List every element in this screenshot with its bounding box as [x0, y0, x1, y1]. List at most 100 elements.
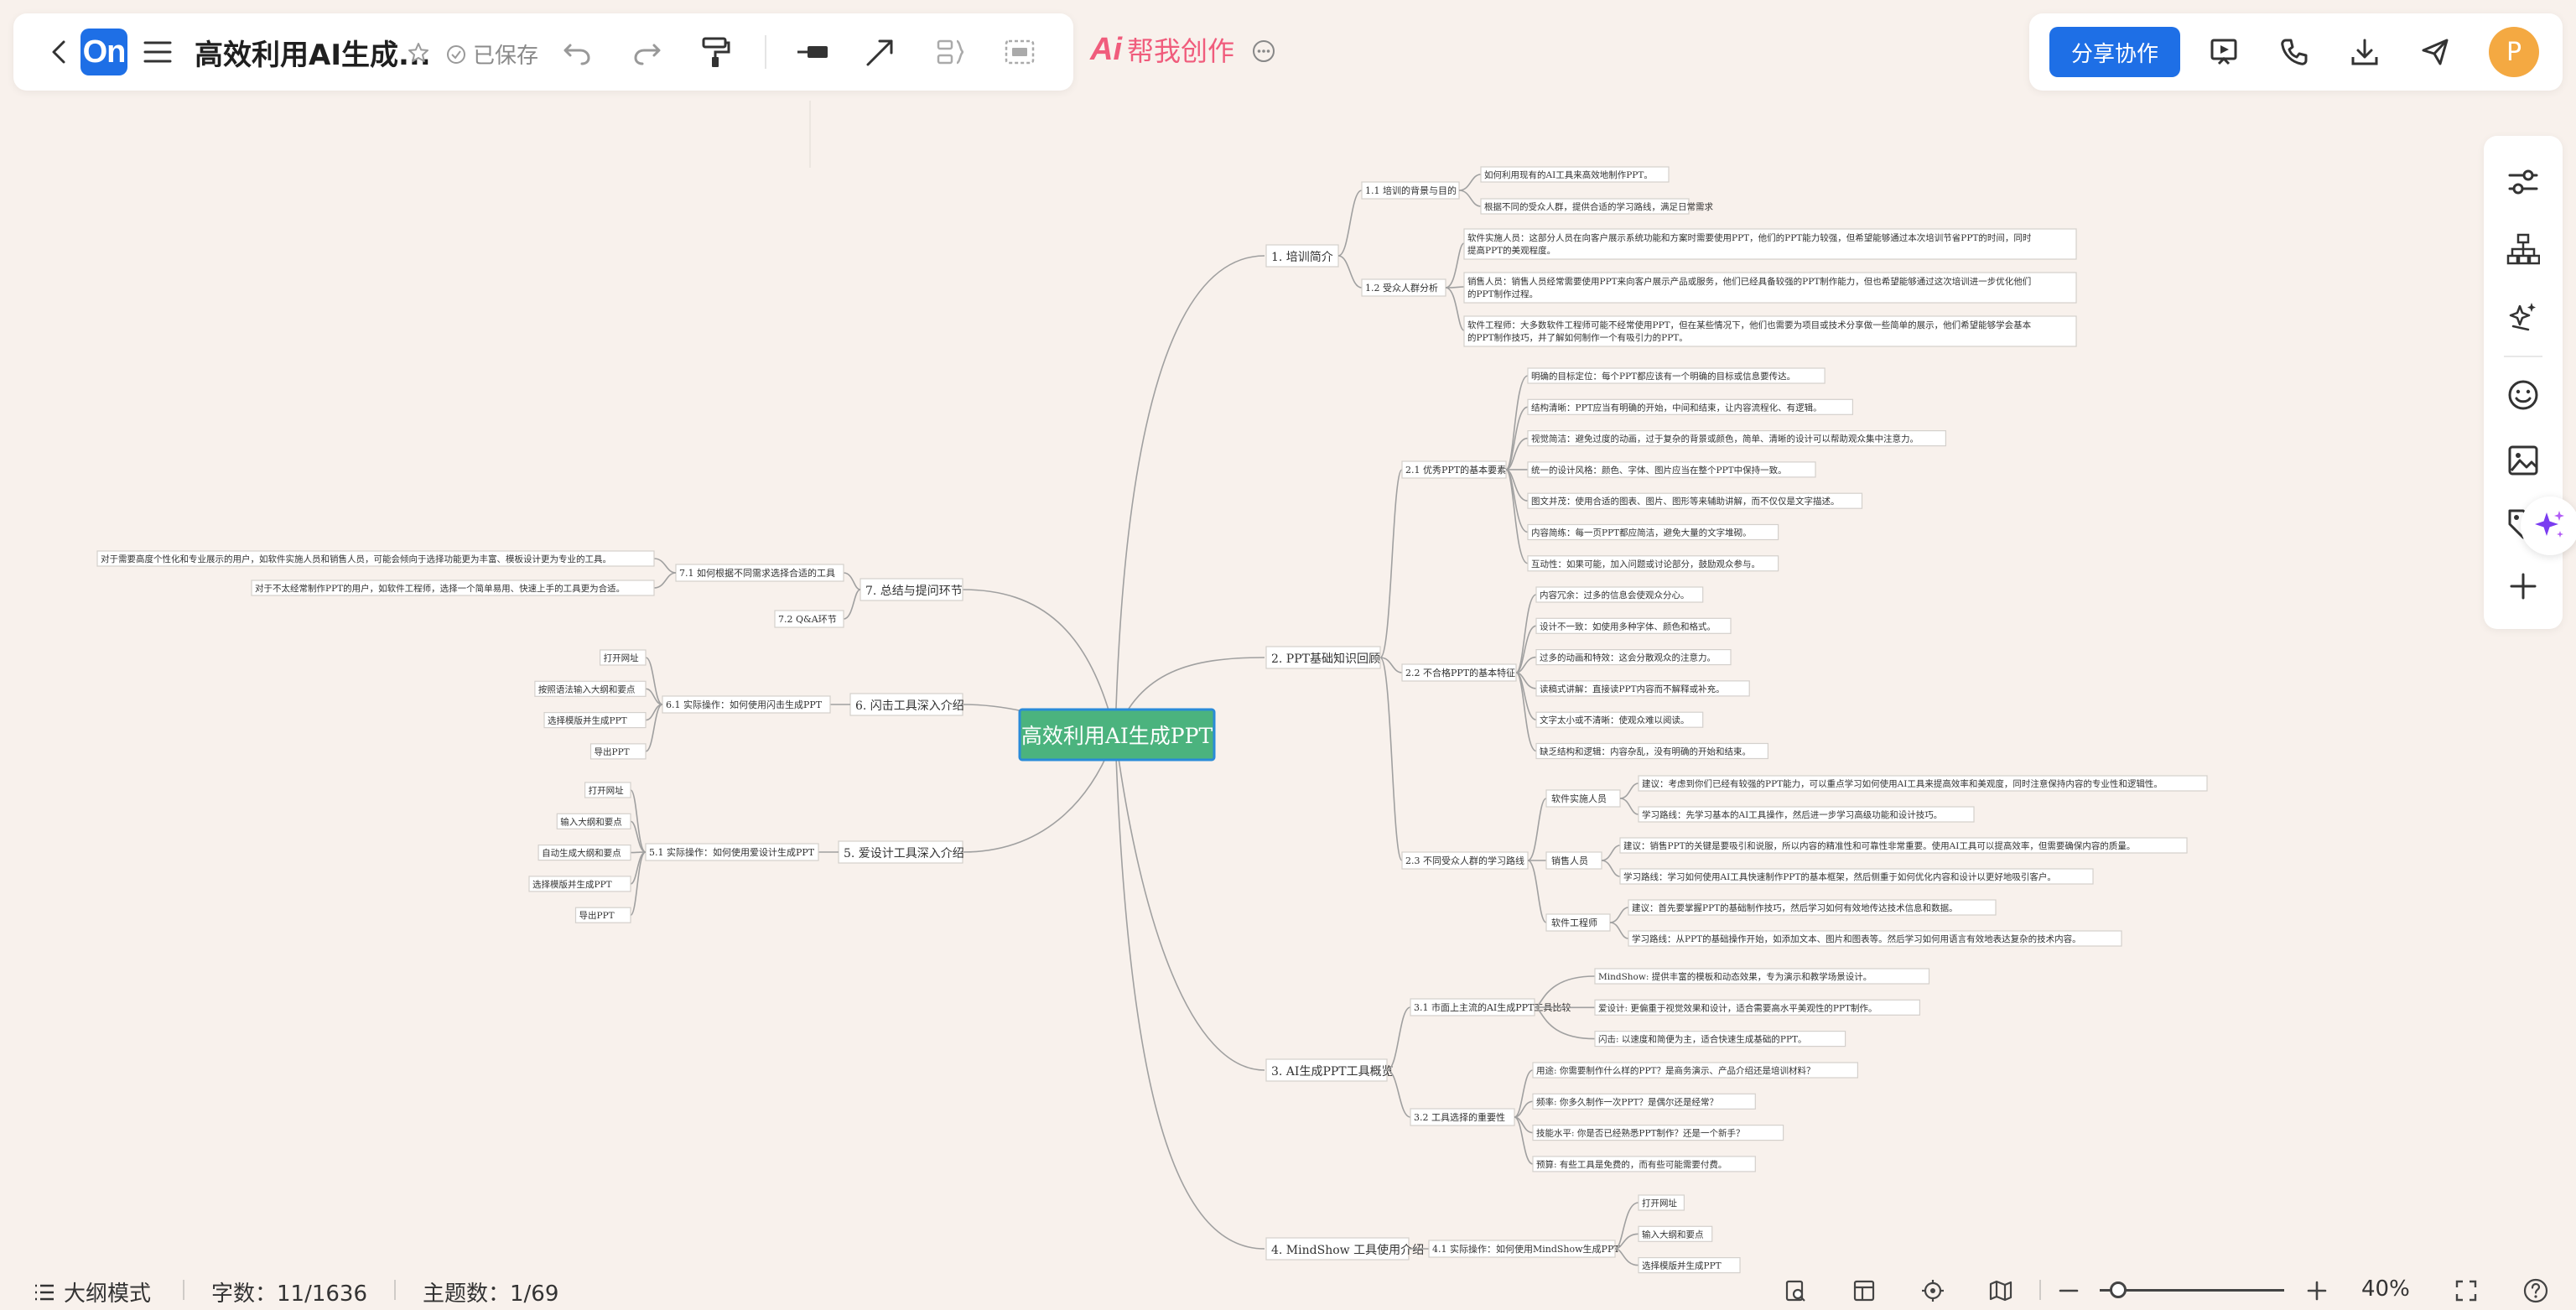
- topic-4[interactable]: 4. MindShow 工具使用介绍: [1265, 1237, 1424, 1261]
- t2-1-items-item[interactable]: 视觉简洁：避免过度的动画，过于复杂的背景或颜色，简单、清晰的设计可以帮助观众集中…: [1527, 429, 1946, 447]
- t6-1-items-item[interactable]: 打开网址: [599, 649, 647, 666]
- style-settings-icon[interactable]: [2506, 164, 2541, 200]
- emoji-icon[interactable]: [2506, 377, 2541, 413]
- t6-1-items-item[interactable]: 按照语法输入大纲和要点: [534, 680, 647, 697]
- t5-1-items-item[interactable]: 选择模版并生成PPT: [528, 876, 631, 892]
- t2-2-items-item[interactable]: 过多的动画和特效：这会分散观众的注意力。: [1535, 648, 1732, 666]
- outline-mode-button[interactable]: 大纲模式: [34, 1276, 151, 1307]
- topic-2-3[interactable]: 2.3 不同受众人群的学习路线: [1401, 851, 1529, 870]
- t2-2-items-item[interactable]: 缺乏结构和逻辑：内容杂乱，没有明确的开始和结束。: [1535, 742, 1768, 760]
- map-icon[interactable]: [1987, 1278, 2014, 1303]
- t2-1-items-item[interactable]: 内容简练：每一页PPT都应简洁，避免大量的文字堆砌。: [1527, 523, 1779, 541]
- zoom-in-icon[interactable]: [2304, 1278, 2329, 1303]
- ai-sparkle-button[interactable]: [2521, 496, 2576, 555]
- present-icon[interactable]: [2207, 37, 2241, 67]
- t2-1-items-item[interactable]: 互动性：如果可能，加入问题或讨论部分，鼓励观众参与。: [1527, 555, 1779, 572]
- share-button[interactable]: 分享协作: [2049, 27, 2180, 77]
- add-icon[interactable]: [2506, 569, 2541, 604]
- more-icon[interactable]: [1249, 37, 1278, 65]
- t2-1-items-item[interactable]: 统一的设计风格：颜色、字体、图片应当在整个PPT中保持一致。: [1527, 461, 1816, 478]
- topic-3-1[interactable]: 3.1 市面上主流的AI生成PPT工具比较: [1410, 998, 1571, 1016]
- topic-1-2-a[interactable]: 软件实施人员：这部分人员在向客户展示系统功能和方案时需要使用PPT，他们的PPT…: [1463, 228, 2077, 260]
- t3-2-items-item[interactable]: 用途: 你需要制作什么样的PPT？是商务演示、产品介绍还是培训材料？: [1532, 1062, 1858, 1079]
- star-icon[interactable]: [406, 40, 431, 65]
- ai-create[interactable]: Ai 帮我创作: [1090, 30, 1234, 69]
- app-logo[interactable]: On: [80, 29, 127, 75]
- topic-4-1[interactable]: 4.1 实际操作：如何使用MindShow生成PPT: [1428, 1240, 1620, 1258]
- back-icon[interactable]: [45, 39, 72, 65]
- topic-2-3-r3-a[interactable]: 建议：首先要掌握PPT的基础制作技巧，然后学习如何有效地传达技术信息和数据。: [1628, 899, 1997, 916]
- topic-7-1-b[interactable]: 对于不太经常制作PPT的用户，如软件工程师，选择一个简单易用、快速上手的工具更为…: [251, 580, 655, 596]
- topic-2-3-r3-b[interactable]: 学习路线：从PPT的基础操作开始，如添加文本、图片和图表等。然后学习如何用语言有…: [1628, 930, 2122, 947]
- locate-icon[interactable]: [1920, 1278, 1945, 1303]
- topic-7-1-a[interactable]: 对于需要高度个性化和专业展示的用户，如软件实施人员和销售人员，可能会倾向于选择功…: [96, 550, 655, 567]
- t2-1-items-item[interactable]: 图文并茂：使用合适的图表、图片、图形等来辅助讲解，而不仅仅是文字描述。: [1527, 492, 1863, 509]
- format-painter-icon[interactable]: [699, 35, 733, 69]
- t3-2-items-item[interactable]: 预算: 有些工具是免费的，而有些可能需要付费。: [1532, 1156, 1756, 1172]
- t5-1-items-item[interactable]: 打开网址: [584, 782, 631, 798]
- t2-2-items-item[interactable]: 内容冗余：过多的信息会使观众分心。: [1535, 586, 1704, 603]
- image-icon[interactable]: [2506, 443, 2541, 478]
- avatar[interactable]: P: [2489, 27, 2539, 77]
- structure-icon[interactable]: [2506, 231, 2541, 267]
- zoom-slider-track[interactable]: [2100, 1289, 2284, 1292]
- zoom-level[interactable]: 40%: [2361, 1276, 2410, 1302]
- topic-6[interactable]: 6. 闪击工具深入介绍: [849, 693, 964, 716]
- t4-1-items-item[interactable]: 打开网址: [1638, 1194, 1685, 1211]
- t5-1-items-item[interactable]: 输入大纲和要点: [556, 813, 631, 829]
- phone-icon[interactable]: [2277, 37, 2311, 67]
- theme-icon[interactable]: [2506, 299, 2541, 334]
- help-icon[interactable]: [2522, 1277, 2549, 1304]
- download-icon[interactable]: [2348, 37, 2381, 67]
- summary-icon[interactable]: [934, 35, 968, 69]
- topic-2-3-r2-b[interactable]: 学习路线：学习如何使用AI工具快速制作PPT的基本框架，然后侧重于如何优化内容和…: [1619, 868, 2094, 885]
- topic-7-2[interactable]: 7.2 Q&A环节: [774, 610, 844, 628]
- zoom-out-icon[interactable]: [2056, 1278, 2081, 1303]
- topic-5[interactable]: 5. 爱设计工具深入介绍: [838, 840, 964, 864]
- document-title[interactable]: 高效利用AI生成...: [195, 39, 431, 72]
- layout-icon[interactable]: [1852, 1278, 1877, 1303]
- topic-icon[interactable]: [795, 39, 832, 65]
- t5-1-items-item[interactable]: 导出PPT: [574, 907, 631, 923]
- t2-2-items-item[interactable]: 读稿式讲解：直接读PPT内容而不解释或补充。: [1535, 680, 1750, 697]
- topic-2-3-r3[interactable]: 软件工程师: [1545, 913, 1611, 932]
- topic-3-2[interactable]: 3.2 工具选择的重要性: [1410, 1108, 1515, 1126]
- topic-3[interactable]: 3. AI生成PPT工具概览: [1265, 1058, 1394, 1082]
- trace-icon[interactable]: [1783, 1278, 1808, 1303]
- t2-2-items-item[interactable]: 文字太小或不清晰：使观众难以阅读。: [1535, 711, 1704, 728]
- topic-2-2[interactable]: 2.2 不合格PPT的基本特征: [1401, 663, 1517, 682]
- topic-1[interactable]: 1. 培训简介: [1265, 244, 1339, 268]
- t3-1-items-item[interactable]: MindShow: 提供丰富的模板和动态效果，专为演示和教学场景设计。: [1594, 968, 1930, 985]
- connector-arrow-icon[interactable]: [864, 35, 897, 69]
- topic-2-3-r2[interactable]: 销售人员: [1545, 851, 1602, 870]
- t4-1-items-item[interactable]: 输入大纲和要点: [1638, 1225, 1713, 1242]
- topic-2-3-r1-a[interactable]: 建议：考虑到你们已经有较强的PPT能力，可以重点学习如何使用AI工具来提高效率和…: [1638, 775, 2208, 792]
- t3-2-items-item[interactable]: 频率: 你多久制作一次PPT？是偶尔还是经常？: [1532, 1093, 1756, 1110]
- t3-1-items-item[interactable]: 闪击: 以速度和简便为主，适合快速生成基础的PPT。: [1594, 1030, 1846, 1047]
- t6-1-items-item[interactable]: 选择模版并生成PPT: [543, 711, 647, 729]
- t3-2-items-item[interactable]: 技能水平: 你是否已经熟悉PPT制作？还是一个新手？: [1532, 1124, 1784, 1141]
- topic-1-2-c[interactable]: 软件工程师：大多数软件工程师可能不经常使用PPT，但在某些情况下，他们也需要为项…: [1463, 315, 2077, 347]
- topic-1-2-b[interactable]: 销售人员：销售人员经常需要使用PPT来向客户展示产品或服务，他们已经具备较强的P…: [1463, 272, 2077, 304]
- topic-1-1-b[interactable]: 根据不同的受众人群，提供合适的学习路线，满足日常需求: [1480, 198, 1713, 215]
- root-node[interactable]: 高效利用AI生成PPT: [1018, 708, 1216, 762]
- topic-1-1[interactable]: 1.1 培训的背景与目的: [1361, 181, 1460, 200]
- topic-1-2[interactable]: 1.2 受众人群分析: [1361, 278, 1446, 297]
- t3-1-items-item[interactable]: 爱设计: 更偏重于视觉效果和设计，适合需要高水平美观性的PPT制作。: [1594, 999, 1920, 1016]
- topic-2[interactable]: 2. PPT基础知识回顾: [1265, 646, 1381, 669]
- menu-icon[interactable]: [143, 39, 173, 65]
- topic-1-1-a[interactable]: 如何利用现有的AI工具来高效地制作PPT。: [1480, 166, 1670, 183]
- t2-2-items-item[interactable]: 设计不一致：如使用多种字体、颜色和格式。: [1535, 617, 1732, 634]
- topic-7[interactable]: 7. 总结与提问环节: [860, 578, 963, 601]
- t2-1-items-item[interactable]: 明确的目标定位：每个PPT都应该有一个明确的目标或信息要传达。: [1527, 367, 1826, 384]
- t5-1-items-item[interactable]: 自动生成大纲和要点: [538, 844, 631, 861]
- topic-2-1[interactable]: 2.1 优秀PPT的基本要素: [1401, 460, 1507, 479]
- boundary-icon[interactable]: [1003, 37, 1036, 67]
- zoom-slider-handle[interactable]: [2110, 1281, 2127, 1298]
- topic-2-3-r1[interactable]: 软件实施人员: [1545, 789, 1621, 808]
- t4-1-items-item[interactable]: 选择模版并生成PPT: [1638, 1256, 1741, 1274]
- send-icon[interactable]: [2418, 37, 2452, 67]
- topic-7-1[interactable]: 7.1 如何根据不同需求选择合适的工具: [675, 564, 844, 582]
- topic-2-3-r2-a[interactable]: 建议：销售PPT的关键是要吸引和说服，所以内容的精准性和可靠性非常重要。使用AI…: [1619, 837, 2188, 854]
